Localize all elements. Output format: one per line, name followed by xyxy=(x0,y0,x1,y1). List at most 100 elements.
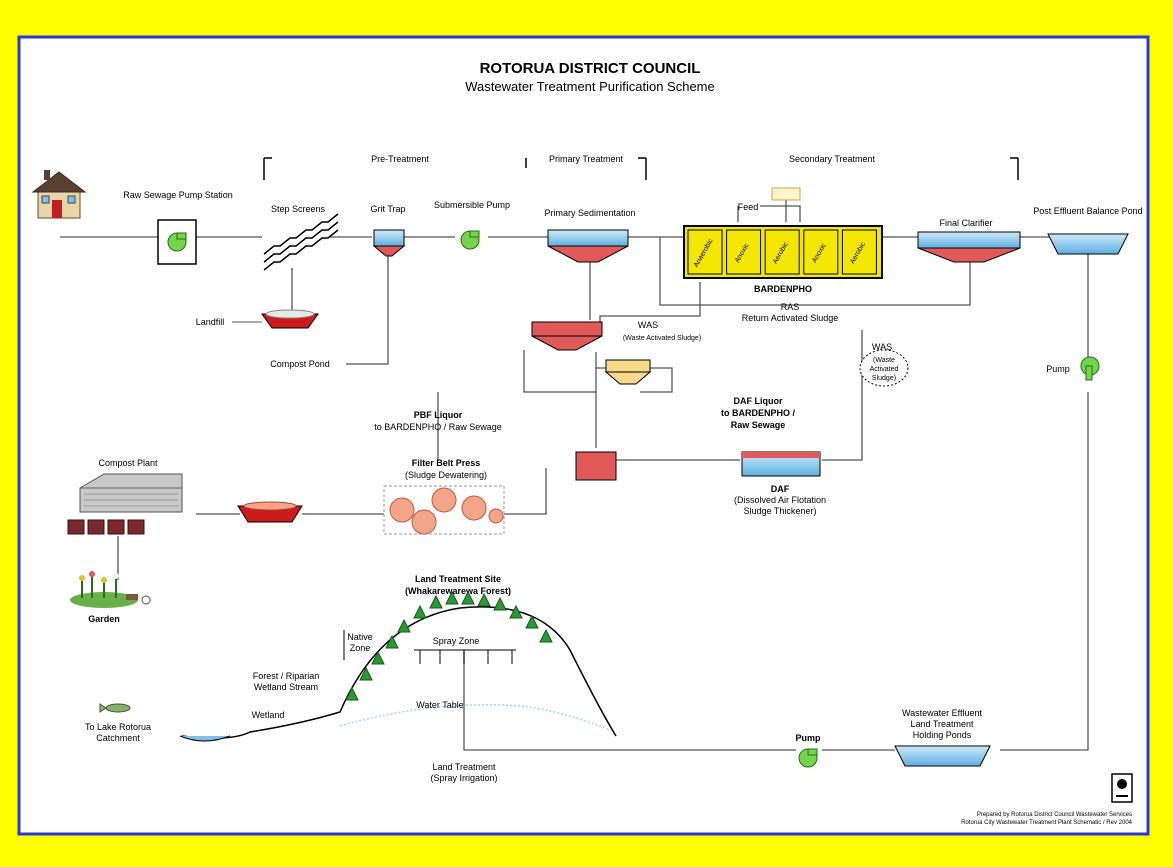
land-treatment-2: (Spray Irrigation) xyxy=(430,773,497,783)
bardenpho-label: BARDENPHO xyxy=(754,284,812,294)
native-zone-1: Native xyxy=(347,632,373,642)
was-right-sub2: Activated xyxy=(870,366,899,373)
lake-water xyxy=(179,735,231,742)
flocs-tank xyxy=(604,359,652,385)
pump-right-icon xyxy=(1080,356,1100,381)
spray-header xyxy=(414,649,516,664)
tree-icon xyxy=(397,618,411,633)
belt-press-sub: (Sludge Dewatering) xyxy=(405,470,487,480)
lake-label-1: To Lake Rotorua xyxy=(85,722,151,732)
daf-label: DAF xyxy=(771,484,790,494)
tree-icon xyxy=(539,628,553,643)
riparian-1: Forest / Riparian xyxy=(253,671,320,681)
bardenpho-zone xyxy=(764,229,800,275)
scheme-title: Wastewater Treatment Purification Scheme xyxy=(465,79,715,94)
submersible-pump-icon xyxy=(460,230,480,250)
council-logo xyxy=(1111,773,1133,803)
was-label: WAS xyxy=(638,320,658,330)
daf-liquor-1: DAF Liquor xyxy=(734,396,783,406)
bardenpho-zone xyxy=(803,229,839,275)
holding-2: Land Treatment xyxy=(910,719,974,729)
was-right-label: WAS xyxy=(872,342,892,352)
tree-icon xyxy=(525,614,539,629)
house-icon xyxy=(31,170,87,219)
was-right-bubble xyxy=(859,349,909,387)
tree-icon xyxy=(477,592,491,607)
tree-icon xyxy=(345,686,359,701)
was-right-sub1: (Waste xyxy=(873,357,895,364)
pump-icon xyxy=(167,232,187,252)
pbf-liquor-1: PBF Liquor xyxy=(414,410,463,420)
ras-sub-label: Return Activated Sludge xyxy=(742,313,839,323)
step-screens-icon xyxy=(263,213,339,271)
daf-liquor-3: Raw Sewage xyxy=(731,420,786,430)
sludge-storage-tank xyxy=(575,451,617,481)
landfill-label: Landfill xyxy=(196,317,225,327)
belt-press-label: Filter Belt Press xyxy=(412,458,481,468)
bardenpho-zone xyxy=(726,229,762,275)
section-secondary: Secondary Treatment xyxy=(789,154,876,164)
daf-sub-2: Sludge Thickener) xyxy=(744,506,817,516)
land-site-1: Land Treatment Site xyxy=(415,574,501,584)
tree-icon xyxy=(385,634,399,649)
holding-1: Wastewater Effluent xyxy=(902,708,983,718)
tree-icon xyxy=(359,666,373,681)
diagram-panel xyxy=(17,35,1150,836)
council-title: ROTORUA DISTRICT COUNCIL xyxy=(480,60,701,77)
spray-zone-label: Spray Zone xyxy=(433,636,480,646)
daf-liquor-2: to BARDENPHO / xyxy=(721,408,795,418)
compost-plant-label: Compost Plant xyxy=(98,458,158,468)
section-pre: Pre-Treatment xyxy=(371,154,429,164)
compost-pond-label: Compost Pond xyxy=(270,359,330,369)
forest-trees xyxy=(345,590,553,701)
pbf-liquor-2: to BARDENPHO / Raw Sewage xyxy=(374,422,502,432)
tree-icon xyxy=(509,604,523,619)
wetland-label: Wetland xyxy=(252,710,285,720)
water-table-line xyxy=(339,704,611,731)
garden-icon xyxy=(70,571,151,608)
primary-sed-label: Primary Sedimentation xyxy=(544,208,635,218)
tree-icon xyxy=(429,594,443,609)
was-sub-label: (Waste Activated Sludge) xyxy=(623,335,701,342)
section-primary: Primary Treatment xyxy=(549,154,624,164)
ras-label: RAS xyxy=(781,302,800,312)
pump-bottom-icon xyxy=(798,748,818,768)
pump-station-label: Raw Sewage Pump Station xyxy=(123,190,233,200)
grit-trap-label: Grit Trap xyxy=(370,204,405,214)
bardenpho-zone xyxy=(687,229,723,275)
tree-icon xyxy=(493,596,507,611)
holding-ponds xyxy=(894,745,991,767)
tree-icon xyxy=(413,604,427,619)
uv-pond-label: Post Effluent Balance Pond xyxy=(1033,206,1142,216)
land-site-2: (Whakarewarewa Forest) xyxy=(405,586,511,596)
riparian-2: Wetland Stream xyxy=(254,682,318,692)
garden-label: Garden xyxy=(88,614,120,624)
holding-3: Holding Ponds xyxy=(913,730,972,740)
tree-icon xyxy=(461,590,475,605)
credit-line-1: Prepared by Rotorua District Council Was… xyxy=(977,812,1132,818)
tree-icon xyxy=(371,650,385,665)
fish-icon xyxy=(99,703,131,713)
compost-plant-building xyxy=(67,473,183,535)
final-clarifier-tank xyxy=(917,231,1021,263)
tree-icon xyxy=(445,590,459,605)
land-treatment-1: Land Treatment xyxy=(432,762,496,772)
primary-sedimentation-tank xyxy=(547,229,629,263)
final-clarifier-label: Final Clarifier xyxy=(939,218,992,228)
bardenpho-zone xyxy=(841,229,877,275)
methanol-box xyxy=(771,187,801,201)
pump-bottom-label: Pump xyxy=(795,733,821,743)
water-table-label: Water Table xyxy=(416,700,464,710)
post-effluent-pond xyxy=(1047,233,1129,255)
daf-tank xyxy=(741,451,821,477)
screens-label: Step Screens xyxy=(271,204,326,214)
pump-right-label: Pump xyxy=(1046,364,1070,374)
was-right-sub3: Sludge) xyxy=(872,375,896,382)
sub-pump-label: Submersible Pump xyxy=(434,200,510,210)
feed-label: Feed xyxy=(738,202,759,212)
daf-sub-1: (Dissolved Air Flotation xyxy=(734,495,826,505)
grit-trap-tank xyxy=(372,229,406,257)
